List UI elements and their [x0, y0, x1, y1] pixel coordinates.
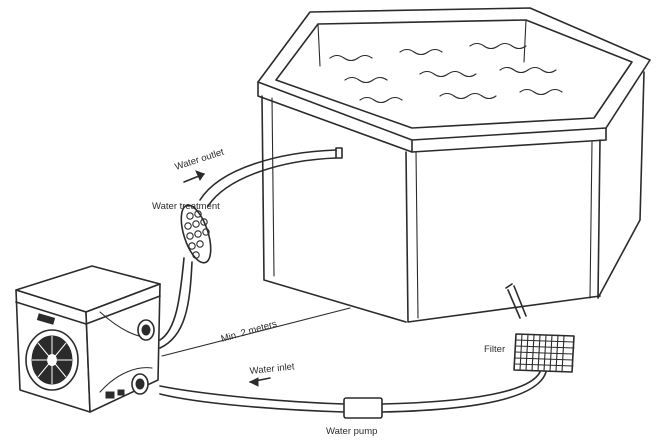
outlet-hose: [159, 149, 337, 349]
label-water-treatment: Water treatment: [152, 201, 220, 212]
label-water-outlet: Water outlet: [174, 147, 226, 173]
above-ground-pool: [257, 7, 651, 323]
label-filter: Filter: [484, 344, 505, 355]
water-surface: [329, 42, 563, 104]
inlet-connector: [131, 373, 149, 395]
label-water-inlet: Water inlet: [249, 361, 295, 377]
arrow-left-icon: [248, 377, 271, 387]
arrow-right-icon: [183, 170, 205, 183]
inlet-hose: [159, 283, 547, 413]
water-pump: [343, 397, 383, 419]
water-treatment-unit: [180, 204, 212, 264]
label-min-distance: Min. 2 meters: [220, 318, 279, 345]
filter-unit: [513, 333, 575, 373]
heat-pump: [15, 265, 161, 413]
distance-line: [161, 307, 351, 357]
outlet-connector: [137, 319, 155, 341]
label-water-pump: Water pump: [326, 426, 377, 437]
